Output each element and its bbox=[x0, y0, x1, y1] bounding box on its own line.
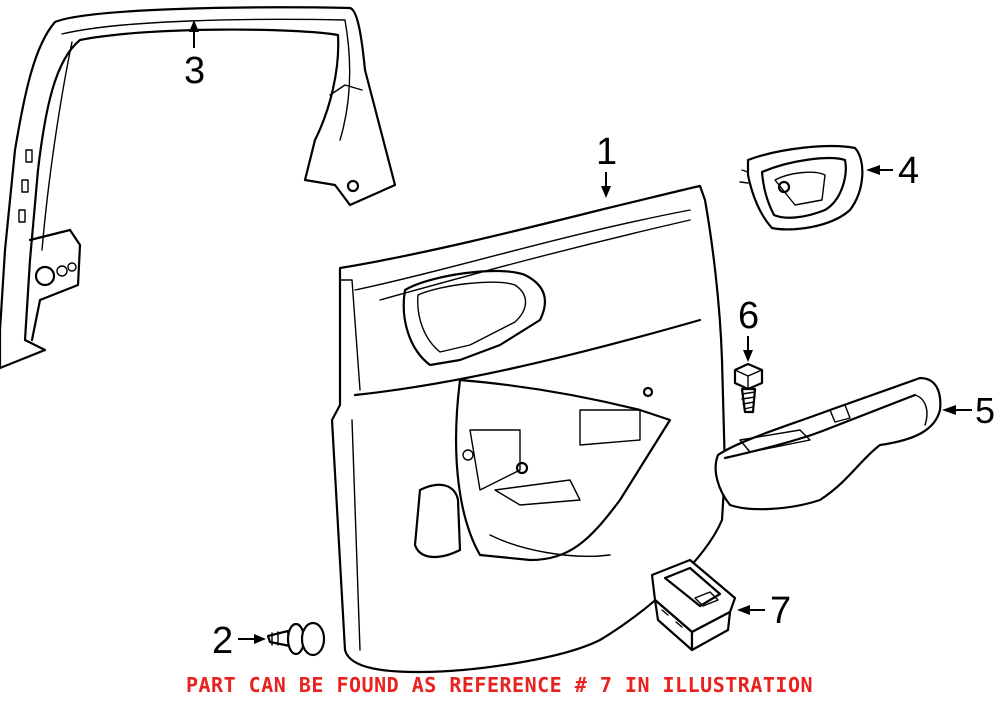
part-2-push-pin-clip bbox=[266, 621, 326, 657]
callout-1: 1 bbox=[596, 131, 618, 173]
part-6-bolt bbox=[733, 362, 764, 414]
callout-6: 6 bbox=[738, 295, 760, 337]
callout-7: 7 bbox=[770, 590, 792, 632]
callout-3: 3 bbox=[184, 50, 206, 92]
part-4-handle-bezel bbox=[739, 144, 864, 231]
part-5-armrest bbox=[714, 376, 942, 511]
part-1-door-trim-panel bbox=[330, 184, 727, 674]
callout-4: 4 bbox=[898, 150, 920, 192]
callout-5: 5 bbox=[975, 390, 996, 431]
leader-lines bbox=[189, 20, 972, 644]
part-7-window-switch bbox=[650, 558, 737, 652]
part-3-frame-molding bbox=[0, 6, 397, 370]
callout-2: 2 bbox=[212, 620, 234, 662]
reference-note: PART CAN BE FOUND AS REFERENCE # 7 IN IL… bbox=[185, 673, 814, 697]
